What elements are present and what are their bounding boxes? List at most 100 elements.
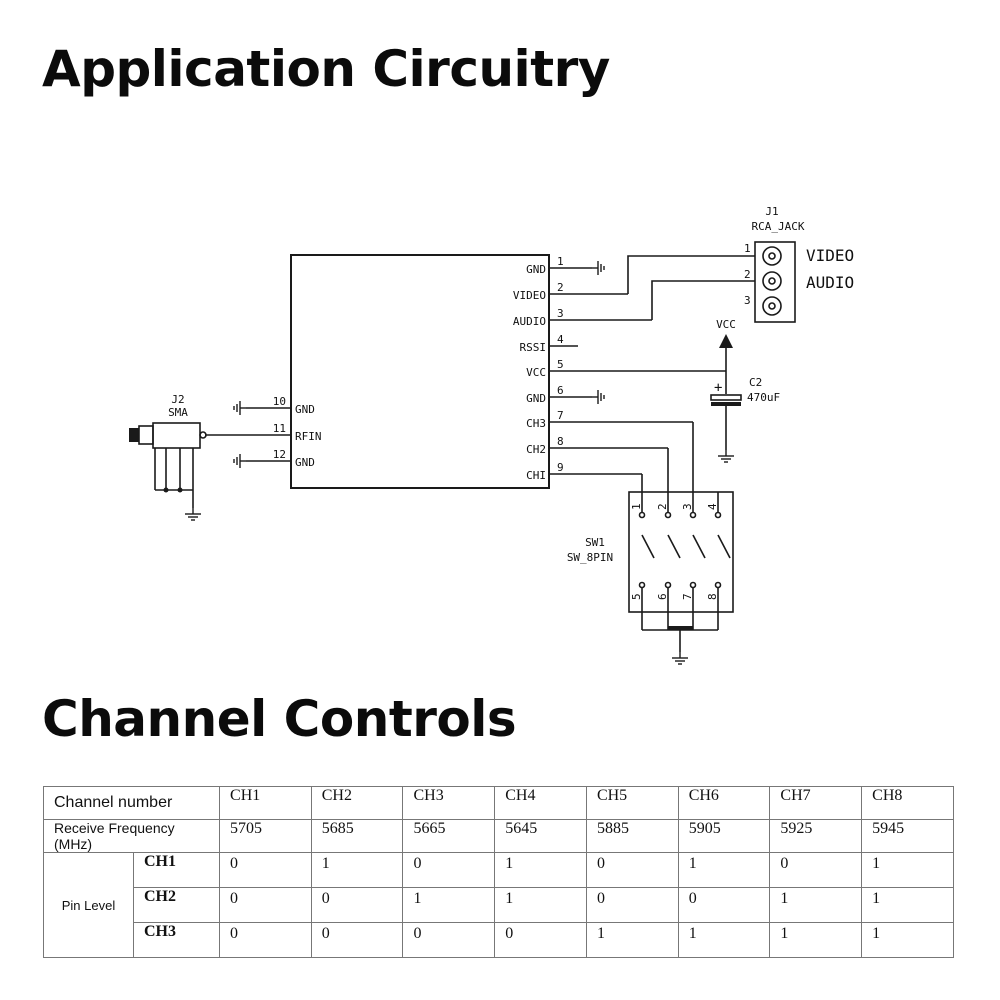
pin-8-name: CH2 [526, 443, 546, 456]
pin-value: 1 [402, 887, 496, 923]
channel-controls-table: Channel number CH1 CH2 CH3 CH4 CH5 CH6 C… [42, 786, 954, 958]
section-title-application-circuitry: Application Circuitry [42, 40, 610, 98]
j2-part: SMA [168, 406, 188, 419]
frequency-cell: 5705 [219, 819, 312, 853]
pin-value: 1 [310, 852, 404, 888]
j1-label-video: VIDEO [806, 246, 854, 265]
j2-ref: J2 [171, 393, 184, 406]
sw1-pin-8: 8 [706, 593, 719, 600]
pin-value: 0 [402, 852, 496, 888]
pin-10-number: 10 [273, 395, 286, 408]
table-row-frequency: Receive Frequency (MHz) 5705 5685 5665 5… [42, 819, 954, 853]
pin-11-name: RFIN [295, 430, 322, 443]
pin-name: CH1 [132, 852, 221, 888]
j1-pin-1: 1 [744, 242, 751, 255]
pin-name: CH2 [132, 887, 221, 923]
sw1-part: SW_8PIN [567, 551, 613, 564]
frequency-label: Receive Frequency (MHz) [42, 819, 221, 853]
channel-header: CH4 [494, 786, 587, 820]
pin-value: 0 [585, 887, 679, 923]
pin-12-name: GND [295, 456, 315, 469]
pin-6-name: GND [526, 392, 546, 405]
sw1-pin-2: 2 [656, 503, 669, 510]
frequency-cell: 5645 [494, 819, 587, 853]
channel-header: CH5 [585, 786, 679, 820]
frequency-cell: 5905 [677, 819, 771, 853]
pin-value: 1 [494, 852, 587, 888]
sw1-pin-7: 7 [681, 593, 694, 600]
vcc-label: VCC [716, 318, 736, 331]
pin-value: 0 [585, 852, 679, 888]
pin-value: 0 [677, 887, 771, 923]
j1-rca-jack: J1 RCA_JACK 1 2 3 VIDEO AUDIO [744, 205, 854, 323]
sw1-ref: SW1 [585, 536, 605, 549]
pin-value: 1 [494, 887, 587, 923]
frequency-cell: 5685 [310, 819, 404, 853]
channel-header: CH8 [861, 786, 954, 820]
pin-7-number: 7 [557, 409, 564, 422]
sw1-pin-1: 1 [630, 503, 643, 510]
pin-value: 0 [310, 887, 404, 923]
pin-2-number: 2 [557, 281, 564, 294]
pin-2-name: VIDEO [513, 289, 546, 302]
channel-header: CH7 [769, 786, 863, 820]
channel-header: CH6 [677, 786, 771, 820]
vcc-and-c2-capacitor: VCC + C2 470uF [710, 318, 780, 463]
pin-10-name: GND [295, 403, 315, 416]
channel-header: CH3 [402, 786, 496, 820]
sw1-pin-3: 3 [681, 503, 694, 510]
table-row-pin-ch2: CH2 0 0 1 1 0 0 1 1 [44, 887, 954, 923]
pin-4-name: RSSI [520, 341, 547, 354]
c2-value: 470uF [747, 391, 780, 404]
pin-5-name: VCC [526, 366, 546, 379]
pin-5-number: 5 [557, 358, 564, 371]
pin-value: 1 [585, 922, 679, 958]
table-row-pin-ch3: CH3 0 0 0 0 1 1 1 1 [44, 922, 954, 958]
table-row-pin-ch1: Pin Level CH1 0 1 0 1 0 1 0 1 [43, 852, 954, 958]
receiver-module-body [290, 254, 550, 489]
pin-9-number: 9 [557, 461, 564, 474]
sw1-pin-6: 6 [656, 593, 669, 600]
frequency-cell: 5925 [769, 819, 863, 853]
pin-value: 1 [677, 922, 771, 958]
pin-value: 1 [769, 887, 863, 923]
pin-value: 1 [677, 852, 771, 888]
pin-3-name: AUDIO [513, 315, 546, 328]
pin-value: 1 [861, 852, 954, 888]
j1-part: RCA_JACK [752, 220, 805, 233]
pin-8-number: 8 [557, 435, 564, 448]
channel-header: CH1 [219, 786, 312, 820]
frequency-cell: 5885 [585, 819, 679, 853]
sw1-pin-4: 4 [706, 503, 719, 510]
channel-header: CH2 [310, 786, 404, 820]
pin-1-name: GND [526, 263, 546, 276]
j1-ref: J1 [765, 205, 778, 218]
c2-plus: + [714, 380, 722, 396]
pin-12-number: 12 [273, 448, 286, 461]
c2-ref: C2 [749, 376, 762, 389]
frequency-cell: 5945 [861, 819, 954, 853]
pin-value: 0 [219, 922, 312, 958]
pin-value: 1 [769, 922, 863, 958]
j2-sma-connector: J2 SMA [129, 393, 207, 521]
pin-value: 0 [219, 887, 312, 923]
application-circuit-schematic: 1 GND 2 VIDEO 3 AUDIO 4 RSSI 5 VCC 6 GND… [129, 205, 854, 665]
pin-1-number: 1 [557, 255, 564, 268]
pin-level-label: Pin Level [43, 852, 134, 958]
table-row-channel-number: Channel number CH1 CH2 CH3 CH4 CH5 CH6 C… [42, 786, 954, 820]
pin-6-number: 6 [557, 384, 564, 397]
pin-9-name: CHI [526, 469, 546, 482]
channel-number-label: Channel number [42, 786, 221, 820]
sw1-pin-5: 5 [630, 593, 643, 600]
pin-value: 0 [219, 852, 312, 888]
pin-value: 1 [861, 887, 954, 923]
pin-3-number: 3 [557, 307, 564, 320]
pin-7-name: CH3 [526, 417, 546, 430]
pin-value: 0 [310, 922, 404, 958]
j1-pin-3: 3 [744, 294, 751, 307]
j1-label-audio: AUDIO [806, 273, 854, 292]
pin-name: CH3 [132, 922, 221, 958]
sw1-dip-switch: SW1 SW_8PIN 1 2 3 4 5 6 7 8 [567, 422, 734, 665]
frequency-cell: 5665 [402, 819, 496, 853]
pin-4-number: 4 [557, 333, 564, 346]
